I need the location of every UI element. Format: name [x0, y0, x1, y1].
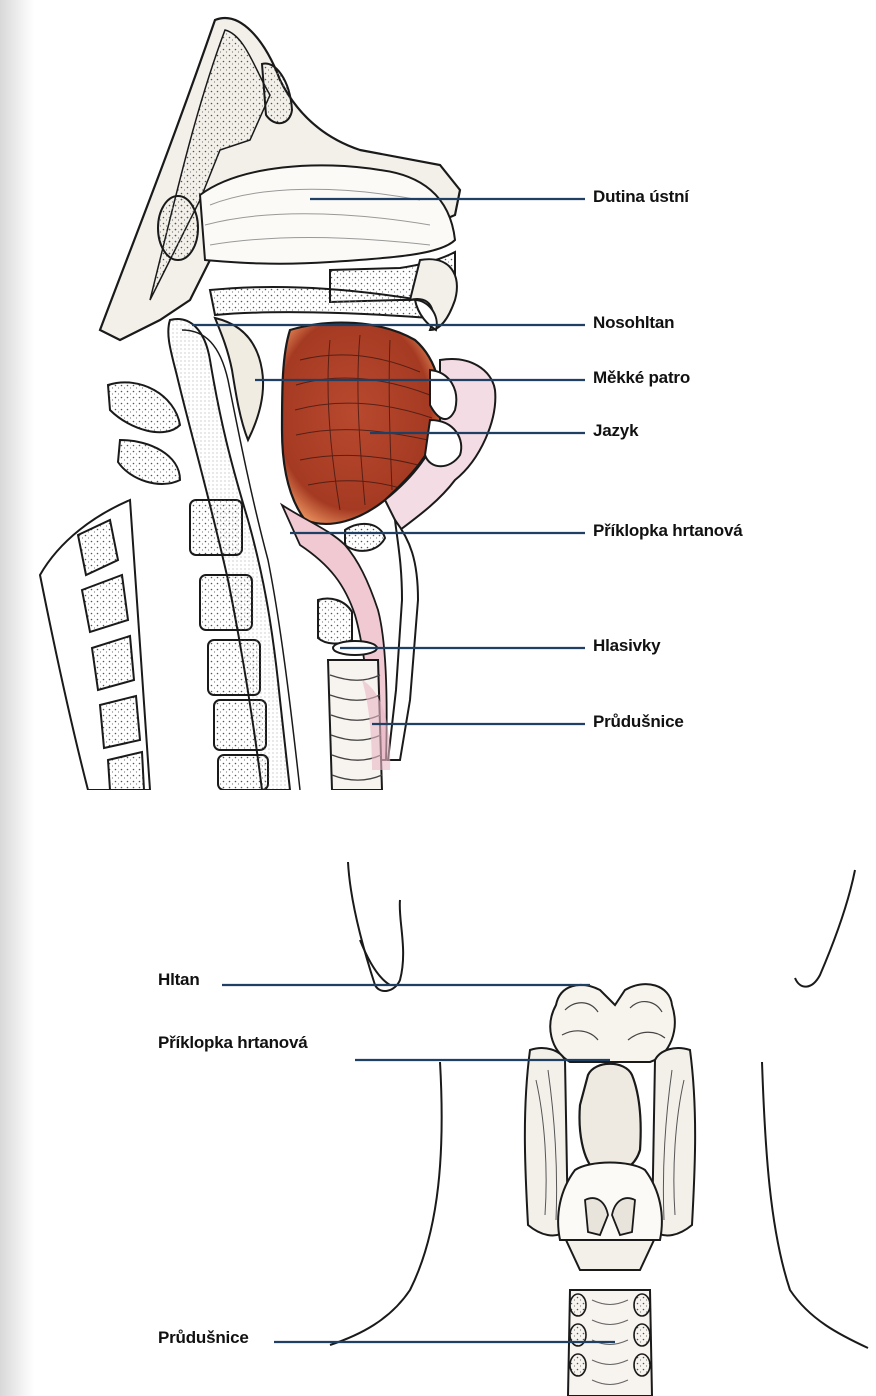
epiglottis: [580, 1064, 641, 1174]
hyoid-bone: [550, 984, 674, 1062]
neck-left: [330, 1062, 442, 1345]
frontal-sinus: [262, 63, 292, 123]
label-mekke-patro: Měkké patro: [593, 368, 690, 388]
label-nosohltan: Nosohltan: [593, 313, 674, 333]
label-jazyk: Jazyk: [593, 421, 638, 441]
label-hltan: Hltan: [158, 970, 200, 990]
sphenoid-sinus: [158, 196, 198, 260]
vocal-folds: [318, 599, 352, 644]
jaw-outline-right: [795, 870, 855, 987]
laryngeal-inlet: [558, 1163, 662, 1241]
sagittal-section-illustration: [0, 0, 876, 790]
neck-right: [762, 1062, 868, 1348]
frontal-larynx-illustration: [0, 790, 876, 1396]
label-priklopka-hrtanova: Příklopka hrtanová: [593, 521, 742, 541]
label-dutina-ustni: Dutina ústní: [593, 187, 689, 207]
label-prudusnice: Průdušnice: [593, 712, 684, 732]
label-priklopka-hrtanova-bottom: Příklopka hrtanová: [158, 1033, 307, 1053]
label-prudusnice-bottom: Průdušnice: [158, 1328, 249, 1348]
label-hlasivky: Hlasivky: [593, 636, 660, 656]
hyoid: [345, 524, 385, 551]
